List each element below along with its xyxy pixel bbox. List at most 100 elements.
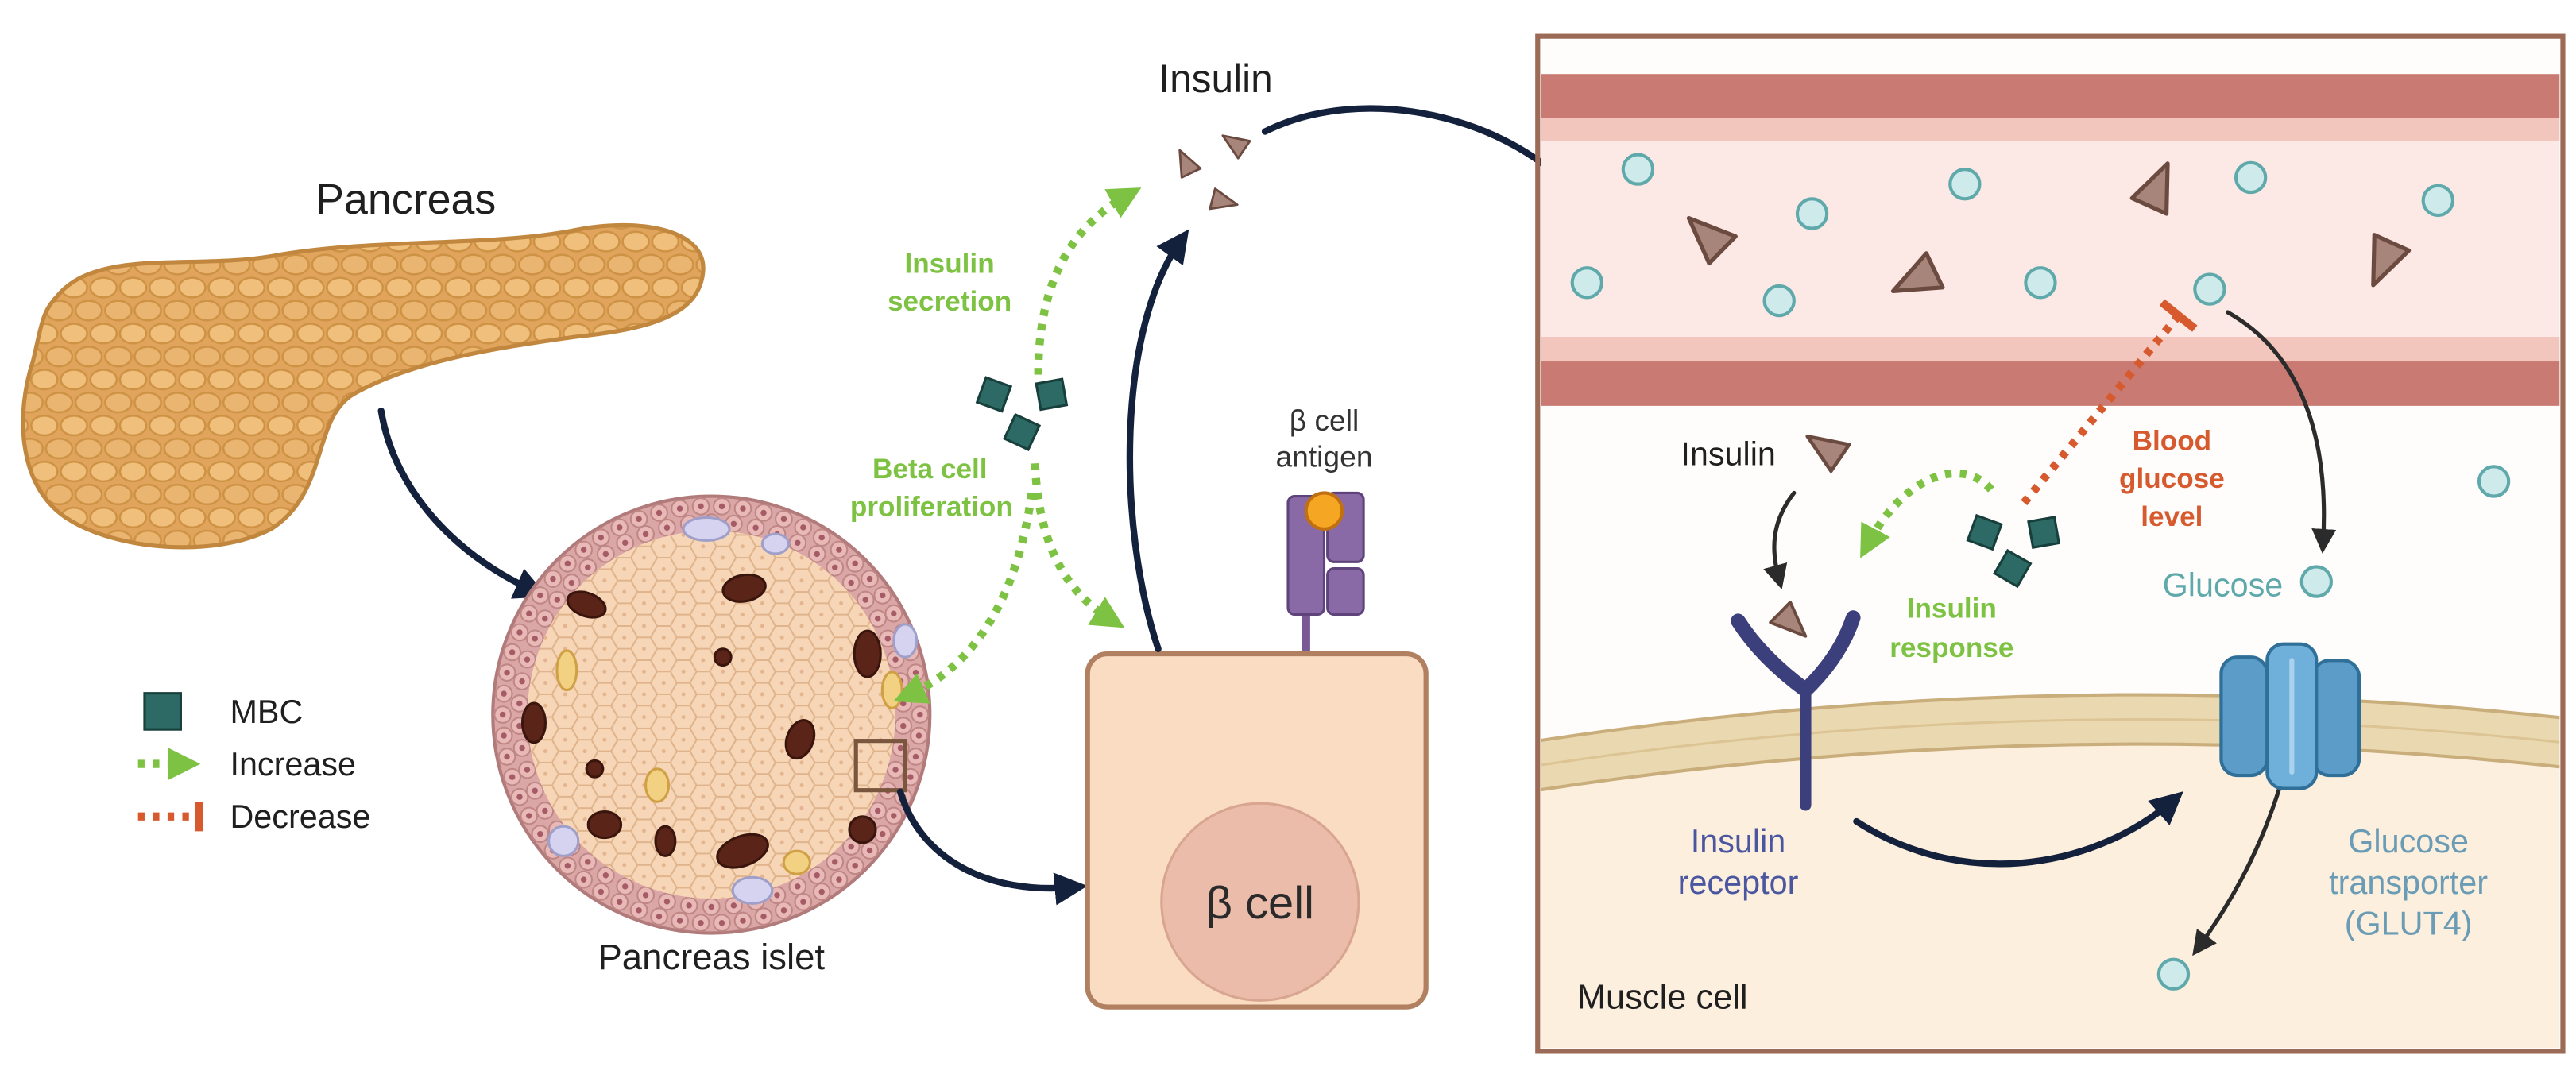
- islet-dark-cell: [713, 647, 733, 667]
- islet-rim-cell-nucleus: [879, 592, 886, 599]
- insulin-molecule: [1209, 187, 1239, 211]
- glucose-molecule: [1621, 153, 1655, 186]
- islet-rim-cell-nucleus: [718, 920, 725, 926]
- insulin-release-label: Insulin: [1158, 56, 1272, 101]
- glucose-molecule: [2024, 266, 2057, 300]
- beta-cell-label: β cell: [1206, 878, 1314, 929]
- islet-rim-cell-nucleus: [795, 539, 801, 547]
- legend-increase-label: Increase: [230, 746, 356, 783]
- islet-rim-cell-nucleus: [891, 813, 897, 819]
- mbc-molecule: [975, 376, 1013, 413]
- islet-rim-cell-nucleus: [730, 902, 737, 909]
- vessel-wall-bottom: [1541, 361, 2560, 406]
- islet-rim-cell-nucleus: [509, 774, 516, 780]
- mbc-molecule: [1966, 513, 2003, 551]
- islet-rim-cell-nucleus: [892, 767, 899, 773]
- islet-label: Pancreas islet: [598, 937, 825, 977]
- islet-dark-cell: [520, 701, 547, 744]
- muscle-cell-panel: Blood glucose level Insulin response Ins…: [1541, 39, 2560, 1049]
- legend-decrease-label: Decrease: [230, 798, 370, 835]
- islet-rim-cell-nucleus: [795, 883, 801, 890]
- islet-rim-cell-nucleus: [537, 830, 543, 837]
- pancreas-title: Pancreas: [315, 176, 496, 223]
- islet-rim-cell-nucleus: [708, 903, 714, 910]
- muscle-cell: [1541, 693, 2560, 1049]
- islet-rim-cell-nucleus: [780, 907, 787, 914]
- islet-rim-cell-nucleus: [554, 597, 561, 603]
- islet-rim-cell-nucleus: [740, 918, 746, 924]
- glucose-molecule: [1570, 266, 1603, 300]
- pancreas: Pancreas: [21, 176, 706, 550]
- blood-glucose-label-line2: glucose: [2119, 463, 2225, 494]
- islet-rim-cell-nucleus: [891, 610, 897, 616]
- beta-cell-proliferation-label-line1: Beta cell: [872, 454, 987, 485]
- bound-insulin-molecule: [1769, 601, 1808, 638]
- islet-rim-cell-nucleus: [900, 700, 907, 707]
- islet-yellow-cell: [782, 849, 811, 875]
- islet-rim-cell-nucleus: [760, 509, 767, 516]
- islet-rim-cell-nucleus: [622, 883, 629, 890]
- muscle-insulin-label: Insulin: [1681, 435, 1776, 472]
- islet-rim-cell-nucleus: [884, 636, 892, 642]
- blood-vessel: [1541, 74, 2560, 406]
- muscle-cell-panel-border: [1535, 33, 2566, 1054]
- islet-rim-cell-nucleus: [917, 711, 923, 718]
- islet-rim-cell-nucleus: [760, 913, 767, 920]
- glut4-label-line1: Glucose: [2348, 823, 2469, 860]
- vessel-wall-top: [1541, 74, 2560, 119]
- islet-rim-cell-nucleus: [585, 859, 591, 865]
- glucose-molecule: [1762, 284, 1796, 318]
- insulin-molecule: [2371, 233, 2412, 288]
- blood-glucose-label-line1: Blood: [2133, 426, 2212, 457]
- islet-rim-cell-nucleus: [568, 579, 575, 586]
- islet-rim-cell-nucleus: [752, 524, 759, 531]
- islet-rim-cell-nucleus: [642, 531, 649, 538]
- islet-rim-cell-nucleus: [542, 615, 548, 622]
- islet-lavender-cell: [731, 875, 774, 905]
- islet-rim-cell-nucleus: [718, 503, 725, 510]
- pancreas-islet: Pancreas islet: [491, 494, 932, 977]
- islet-rim-cell-nucleus: [656, 913, 663, 920]
- islet-rim-cell-nucleus: [686, 902, 692, 909]
- islet-rim-cell-nucleus: [598, 888, 605, 895]
- islet-rim-cell-nucleus: [676, 505, 683, 512]
- glut4-subunit-right: [2311, 659, 2361, 778]
- proliferation-to-beta-cell-arrow: [1031, 463, 1125, 628]
- released-insulin: Insulin: [1158, 56, 1273, 211]
- islet-rim-cell-nucleus: [550, 575, 556, 582]
- islet-dark-cell: [585, 759, 605, 779]
- insulin-molecule: [1686, 215, 1738, 266]
- islet-rim-cell-nucleus: [900, 722, 907, 729]
- glucose-molecule: [1948, 168, 1982, 201]
- islet-rim-cell-nucleus: [636, 516, 642, 523]
- islet-rim-cell-nucleus: [663, 899, 671, 905]
- insulin-molecule: [1221, 134, 1251, 160]
- cell-membrane-inner-edge: [1541, 742, 2560, 792]
- cell-membrane-midline: [1541, 718, 2560, 767]
- glucose-molecule: [2156, 957, 2191, 991]
- islet-rim-cell-nucleus: [866, 847, 873, 854]
- islet-dark-cells: [520, 573, 882, 869]
- islet-rim-cell-nucleus: [852, 863, 858, 869]
- insulin-receptor-label-line2: receptor: [1678, 864, 1799, 901]
- beta-cell-nucleus: [1160, 802, 1360, 1002]
- islet-rim-cell-nucleus: [907, 774, 914, 780]
- islet-rim-cell-nucleus: [516, 629, 523, 636]
- insulin-receptor-label-line1: Insulin: [1691, 823, 1786, 860]
- blood-glucose-decrease-line: [2021, 312, 2182, 506]
- islet-rim-cell-nucleus: [814, 551, 820, 558]
- islet-rim-cell-nucleus: [656, 509, 663, 516]
- beta-cell-antigen-receptor: [1286, 491, 1365, 616]
- mbc-molecule: [1993, 548, 2033, 589]
- islet-zoom-box: [853, 739, 907, 793]
- islet-rim-cell-nucleus: [879, 830, 886, 837]
- islet-yellow-cell: [880, 671, 903, 709]
- islet-rim-cell-nucleus: [874, 807, 881, 814]
- insulin-molecule: [1178, 149, 1202, 179]
- islet-rim-cell-nucleus: [509, 649, 516, 655]
- mbc-molecule: [2027, 516, 2061, 550]
- islet-rim-cell-nucleus: [585, 564, 591, 571]
- islet-dark-cell: [654, 825, 677, 857]
